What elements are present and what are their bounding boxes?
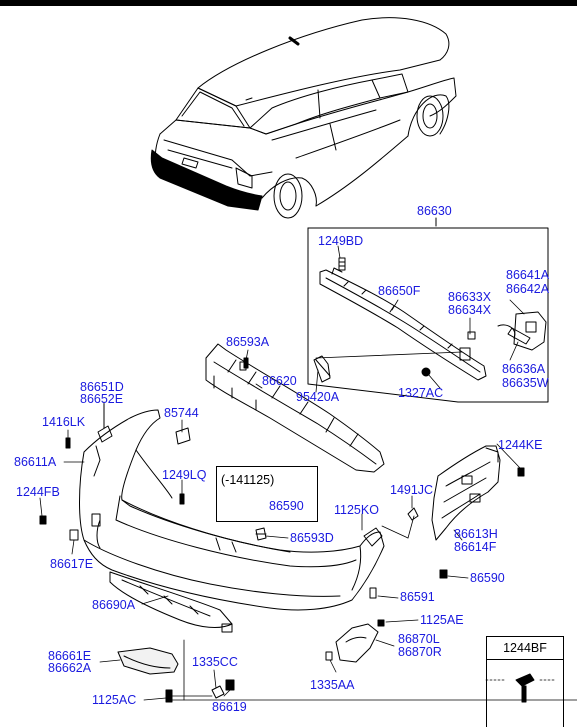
part-label-86630[interactable]: 86630 xyxy=(417,204,452,218)
part-label-86633X[interactable]: 86633X xyxy=(448,290,492,304)
nut-86633X xyxy=(467,331,476,340)
top-border xyxy=(0,0,577,6)
part-label-86593A[interactable]: 86593A xyxy=(226,335,270,349)
screw-1125AC xyxy=(165,689,173,703)
part-label-1249BD[interactable]: 1249BD xyxy=(318,234,364,248)
part-label-86652E[interactable]: 86652E xyxy=(80,392,124,406)
part-label-86620[interactable]: 86620 xyxy=(262,374,297,388)
part-label-86591[interactable]: 86591 xyxy=(400,590,435,604)
clip-86636A xyxy=(507,327,531,345)
note-box: (-141125) 86590 xyxy=(216,466,318,522)
part-label-86870R[interactable]: 86870R xyxy=(398,645,442,659)
reinforcement-assy-box xyxy=(307,217,549,403)
note-part-number: 86590 xyxy=(269,499,304,513)
part-label-86617E[interactable]: 86617E xyxy=(50,557,94,571)
part-1335AA xyxy=(325,651,333,661)
part-86619 xyxy=(225,679,235,691)
side-bracket-86613H xyxy=(431,445,501,541)
note-date-range: (-141125) xyxy=(221,473,275,487)
fastener-table-header: 1244BF xyxy=(487,637,563,660)
part-86591 xyxy=(369,587,377,599)
bumper-cover xyxy=(79,409,385,611)
bolt-86590 xyxy=(439,569,448,579)
part-label-1125AC[interactable]: 1125AC xyxy=(92,693,137,707)
part-label-86619[interactable]: 86619 xyxy=(212,700,247,714)
part-86617E xyxy=(69,529,79,541)
leader-lines xyxy=(39,245,577,701)
part-label-86593D[interactable]: 86593D xyxy=(290,531,334,545)
part-label-86661E[interactable]: 86661E xyxy=(48,649,92,663)
part-label-1416LK[interactable]: 1416LK xyxy=(42,415,86,429)
bolt-1244KE xyxy=(517,467,525,477)
car-illustration xyxy=(150,17,457,219)
part-label-1125AE[interactable]: 1125AE xyxy=(420,613,464,627)
under-cover-86690A xyxy=(109,571,233,633)
part-label-1335CC[interactable]: 1335CC xyxy=(192,655,238,669)
clip-86651D xyxy=(97,403,113,443)
bracket-95420A xyxy=(313,355,331,383)
part-1335CC xyxy=(211,685,225,699)
part-label-86614F[interactable]: 86614F xyxy=(454,540,497,554)
part-label-1335AA[interactable]: 1335AA xyxy=(310,678,355,692)
part-label-86642A[interactable]: 86642A xyxy=(506,282,550,296)
part-label-1244KE[interactable]: 1244KE xyxy=(498,438,543,452)
bracket-86641A xyxy=(497,311,547,351)
part-label-86870L[interactable]: 86870L xyxy=(398,632,440,646)
part-label-86611A[interactable]: 86611A xyxy=(14,455,57,469)
reflector-lamp-86661E xyxy=(117,647,179,675)
part-label-1125KO[interactable]: 1125KO xyxy=(334,503,379,517)
bolt-1249BD xyxy=(338,257,346,271)
screw-1249LQ xyxy=(179,493,185,505)
part-label-86613H[interactable]: 86613H xyxy=(454,527,498,541)
clip-86593D xyxy=(255,527,267,541)
part-label-1491JC[interactable]: 1491JC xyxy=(390,483,434,497)
part-label-86636A[interactable]: 86636A xyxy=(502,362,546,376)
screw-1244FB xyxy=(39,515,47,525)
part-1491JC xyxy=(407,507,419,521)
part-label-1249LQ[interactable]: 1249LQ xyxy=(162,468,207,482)
part-label-86651D[interactable]: 86651D xyxy=(80,380,124,394)
table-screw-1244BF xyxy=(485,673,557,703)
part-label-85744[interactable]: 85744 xyxy=(164,406,199,420)
part-label-86641A[interactable]: 86641A xyxy=(506,268,550,282)
part-label-86690A[interactable]: 86690A xyxy=(92,598,136,612)
bracket-85744 xyxy=(175,427,191,445)
mud-guard-86870L xyxy=(335,619,385,663)
fastener-table: 1244BF xyxy=(486,636,564,727)
part-label-86662A[interactable]: 86662A xyxy=(48,661,92,675)
part-label-1244FB[interactable]: 1244FB xyxy=(16,485,60,499)
energy-absorber-86620 xyxy=(205,343,385,473)
part-label-86635W[interactable]: 86635W xyxy=(502,376,549,390)
part-label-86634X[interactable]: 86634X xyxy=(448,303,492,317)
part-label-1327AC[interactable]: 1327AC xyxy=(398,386,444,400)
part-label-86590[interactable]: 86590 xyxy=(470,571,505,585)
part-label-86650F[interactable]: 86650F xyxy=(378,284,421,298)
reinforcement-beam xyxy=(319,267,487,381)
part-label-95420A[interactable]: 95420A xyxy=(296,390,340,404)
